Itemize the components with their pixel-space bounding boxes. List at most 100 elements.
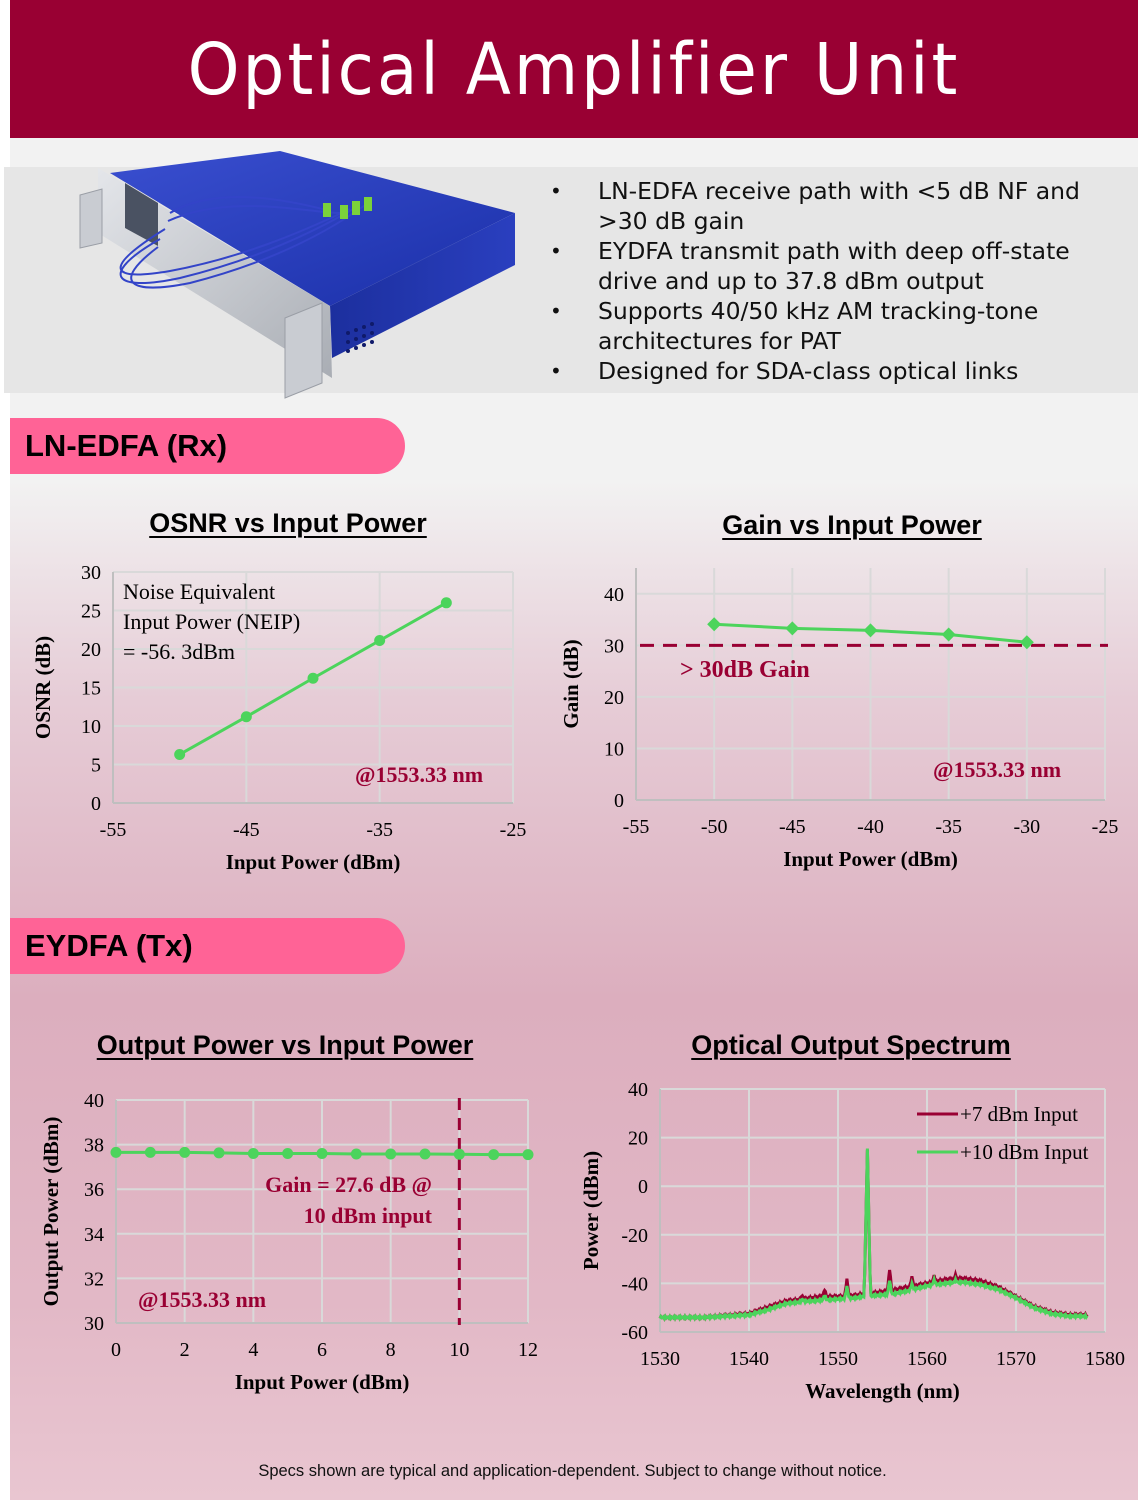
- page-title: Optical Amplifier Unit: [187, 27, 961, 111]
- y-tick-label: 0: [638, 1176, 648, 1198]
- data-point: [307, 672, 319, 684]
- chart-title-pout: Output Power vs Input Power: [96, 1030, 474, 1060]
- y-axis-label: OSNR (dB): [31, 636, 55, 739]
- y-tick-label: -20: [621, 1225, 648, 1247]
- neip-annotation: Noise Equivalent: [123, 579, 275, 604]
- chart-legend: +7 dBm Input +10 dBm Input: [917, 1102, 1089, 1164]
- gain-annotation: Gain = 27.6 dB @: [265, 1172, 432, 1197]
- feature-item: LN-EDFA receive path with <5 dB NF and >…: [548, 176, 1133, 236]
- x-tick-label: -30: [1013, 816, 1040, 838]
- chart-title-gain: Gain vs Input Power: [722, 510, 982, 540]
- data-point: [941, 627, 956, 642]
- x-tick-label: 8: [386, 1339, 396, 1361]
- y-tick-label: 0: [614, 790, 624, 812]
- x-tick-label: 1550: [818, 1348, 858, 1370]
- data-point: [707, 617, 722, 632]
- x-tick-label: -25: [1092, 816, 1119, 838]
- x-tick-label: -50: [701, 816, 728, 838]
- x-tick-label: -45: [779, 816, 806, 838]
- x-tick-label: 1560: [907, 1348, 947, 1370]
- x-tick-label: 12: [518, 1339, 538, 1361]
- x-tick-label: -35: [366, 819, 393, 841]
- neip-annotation: Input Power (NEIP): [123, 609, 300, 634]
- x-tick-label: 0: [111, 1339, 121, 1361]
- product-image: [79, 151, 515, 399]
- data-point: [522, 1149, 534, 1161]
- legend-label: +7 dBm Input: [960, 1102, 1078, 1126]
- x-tick-label: 1530: [640, 1348, 680, 1370]
- title-bar: Optical Amplifier Unit: [10, 0, 1138, 138]
- data-point: [110, 1146, 122, 1158]
- series-plus10dbm: [658, 1148, 1089, 1322]
- x-tick-label: 1570: [996, 1348, 1036, 1370]
- section-header-tx: EYDFA (Tx): [10, 918, 405, 974]
- x-tick-label: 1580: [1085, 1348, 1125, 1370]
- y-tick-label: 36: [84, 1179, 104, 1201]
- y-tick-label: 5: [91, 755, 101, 777]
- plot-area: [110, 1098, 534, 1325]
- feature-item: Supports 40/50 kHz AM tracking-tone arch…: [548, 296, 1133, 356]
- x-axis-label: Input Power (dBm): [783, 847, 958, 871]
- data-point: [350, 1148, 362, 1160]
- y-tick-label: 30: [604, 635, 624, 657]
- x-tick-label: -35: [935, 816, 962, 838]
- chart-title-spectrum: Optical Output Spectrum: [691, 1030, 1011, 1060]
- data-point: [1019, 635, 1034, 650]
- data-point: [213, 1147, 225, 1159]
- wavelength-annotation: @1553.33 nm: [138, 1287, 266, 1312]
- section-label: LN-EDFA (Rx): [25, 428, 228, 463]
- y-tick-label: 20: [81, 639, 101, 661]
- x-tick-label: 4: [248, 1339, 258, 1361]
- gain-annotation: 10 dBm input: [304, 1203, 433, 1228]
- y-tick-label: 10: [81, 716, 101, 738]
- wavelength-annotation: @1553.33 nm: [355, 762, 483, 787]
- x-tick-label: 1540: [729, 1348, 769, 1370]
- x-tick-label: -25: [500, 819, 527, 841]
- plot-area: [112, 571, 514, 804]
- feature-item: Designed for SDA-class optical links: [548, 356, 1133, 386]
- y-axis-label: Power (dBm): [579, 1151, 603, 1270]
- y-tick-label: 25: [81, 601, 101, 623]
- x-tick-label: 6: [317, 1339, 327, 1361]
- gain-threshold-annotation: > 30dB Gain: [680, 657, 810, 683]
- data-point: [863, 623, 878, 638]
- y-axis-label: Gain (dB): [559, 639, 583, 728]
- data-point: [385, 1148, 397, 1160]
- x-tick-label: -55: [100, 819, 127, 841]
- y-tick-label: 34: [84, 1224, 104, 1246]
- x-tick-label: -45: [233, 819, 260, 841]
- x-tick-label: 2: [180, 1339, 190, 1361]
- y-tick-label: -40: [621, 1273, 648, 1295]
- y-tick-label: 20: [604, 687, 624, 709]
- y-tick-label: 0: [91, 793, 101, 815]
- data-point: [453, 1148, 465, 1160]
- x-tick-label: -40: [857, 816, 884, 838]
- y-tick-label: 15: [81, 678, 101, 700]
- data-point: [144, 1146, 156, 1158]
- y-axis-label: Output Power (dBm): [39, 1117, 63, 1307]
- plot-area: [635, 568, 1108, 801]
- x-axis-label: Wavelength (nm): [805, 1379, 960, 1403]
- section-label: EYDFA (Tx): [25, 928, 193, 963]
- data-point: [419, 1148, 431, 1160]
- x-tick-label: -55: [623, 816, 650, 838]
- data-point: [440, 597, 452, 609]
- x-axis-label: Input Power (dBm): [235, 1370, 410, 1394]
- x-tick-label: 10: [449, 1339, 469, 1361]
- y-tick-label: 40: [628, 1079, 648, 1101]
- x-axis-label: Input Power (dBm): [226, 850, 401, 874]
- wavelength-annotation: @1553.33 nm: [933, 757, 1061, 782]
- footer-disclaimer: Specs shown are typical and application-…: [258, 1462, 887, 1480]
- y-tick-label: 20: [628, 1128, 648, 1150]
- legend-label: +10 dBm Input: [960, 1140, 1089, 1164]
- data-point: [179, 1146, 191, 1158]
- y-tick-label: 40: [84, 1090, 104, 1112]
- section-header-rx: LN-EDFA (Rx): [10, 418, 405, 474]
- data-point: [247, 1148, 259, 1160]
- data-point: [240, 711, 252, 723]
- feature-list: LN-EDFA receive path with <5 dB NF and >…: [548, 176, 1133, 386]
